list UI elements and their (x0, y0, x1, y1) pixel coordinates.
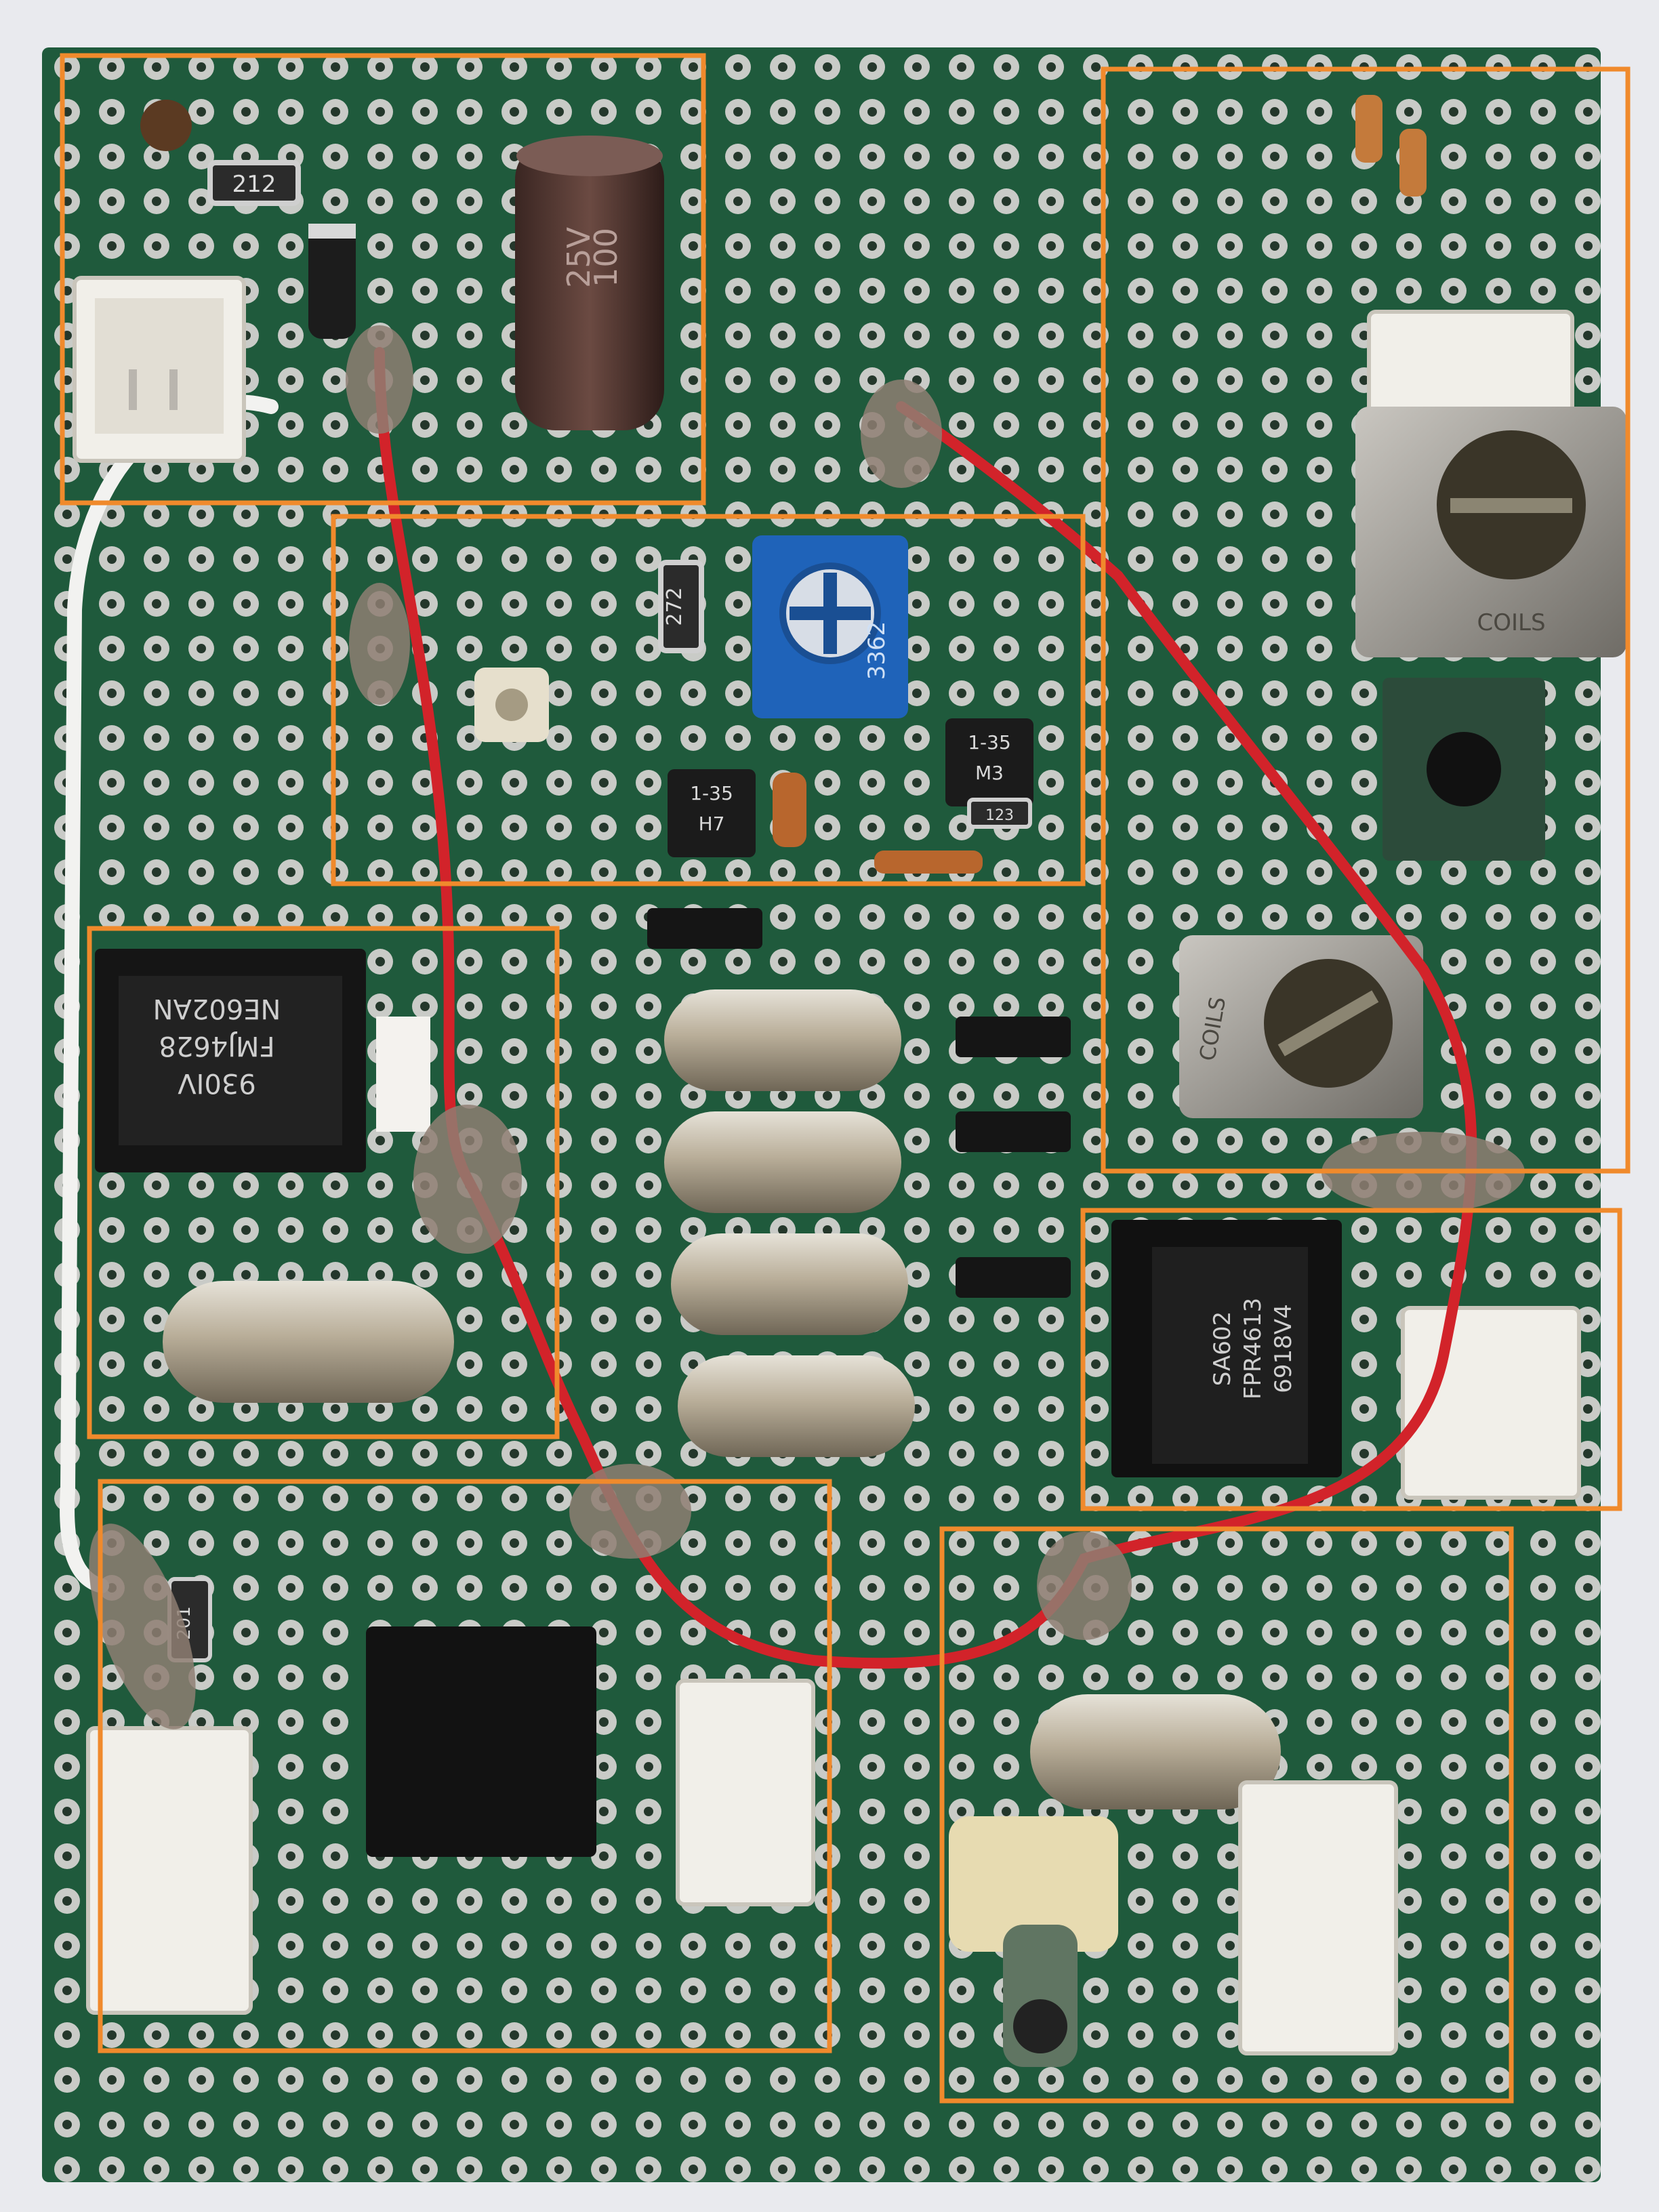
smd-resistor-272: 272 (658, 560, 704, 653)
crystal-left (163, 1281, 454, 1403)
box-top-left (60, 53, 706, 506)
sa602-marking-mid: FPR4613 (1240, 1298, 1267, 1399)
smd-transformer-h7: 1-35 H7 (668, 769, 756, 857)
box-middle-upper (331, 514, 1086, 886)
sa602-marking-bot: 6918V4 (1270, 1304, 1297, 1393)
box-bottom-left (98, 1479, 832, 2053)
resistor-272-label: 272 (663, 587, 687, 626)
transistor-right (1382, 678, 1545, 861)
connector-bottom-right (1238, 1780, 1398, 2055)
ne602-marking-bot: 930IV (178, 1067, 256, 1099)
red-wire (374, 347, 1477, 1669)
capacitor-value-label: 100 (588, 228, 624, 287)
annotation-boxes (60, 53, 1631, 2104)
ne602-marking-mid: FMJ4628 (159, 1030, 274, 1061)
smd-resistor-123: 123 (967, 798, 1032, 829)
crystal-bottom-right (1030, 1694, 1281, 1809)
ic-socket-ne602: NE602AN FMJ4628 930IV (95, 949, 366, 1172)
hot-glue-blobs (89, 325, 1525, 1729)
tape-label (376, 1017, 430, 1132)
smd-resistor-212: 212 (207, 160, 301, 206)
diode-middle (773, 773, 983, 874)
ceramic-trimmer-cap (474, 668, 549, 742)
crystal-filter-ladder (664, 989, 915, 1457)
transformer-h7-type: 1-35 (690, 782, 733, 804)
jumper-headers (647, 908, 1071, 1298)
smd-transformer-m3: 1-35 M3 (945, 718, 1033, 806)
trimpot-code-label: 3362 (863, 621, 890, 680)
sa602-marking-top: SA602 (1209, 1311, 1236, 1386)
shielded-coil-mid: COILS (1179, 935, 1423, 1118)
ic-sa602: SA602 FPR4613 6918V4 (1111, 1220, 1342, 1477)
variable-capacitor (949, 1816, 1118, 2067)
transformer-m3-code: M3 (975, 762, 1004, 784)
box-sa602 (1080, 1208, 1622, 1511)
transformer-m3-type: 1-35 (968, 731, 1011, 754)
transistor-top-left (140, 100, 192, 151)
coil-top-label: COILS (1477, 609, 1545, 636)
resistor-123-label: 123 (985, 807, 1014, 824)
box-right-column (1101, 66, 1631, 1174)
ne602-marking-top: NE602AN (153, 993, 281, 1024)
shielded-coil-top: COILS (1355, 407, 1626, 657)
connector-bottom-left (86, 1726, 253, 2015)
resistor-212-label: 212 (232, 171, 276, 198)
capacitor-voltage-label: 25V (560, 226, 597, 288)
trimpot-blue: 3362 (752, 535, 908, 718)
diode-top-left (308, 224, 356, 339)
box-bottom-right (939, 1526, 1514, 2104)
ic-audio-amp (366, 1626, 596, 1857)
axial-resistors-top-right (1355, 95, 1427, 197)
connector-top-left (73, 276, 246, 463)
electrolytic-capacitor: 25V 100 (515, 136, 664, 430)
connector-bottom-mid (676, 1679, 815, 1906)
transformer-h7-code: H7 (699, 813, 725, 835)
box-ne602 (87, 926, 560, 1439)
